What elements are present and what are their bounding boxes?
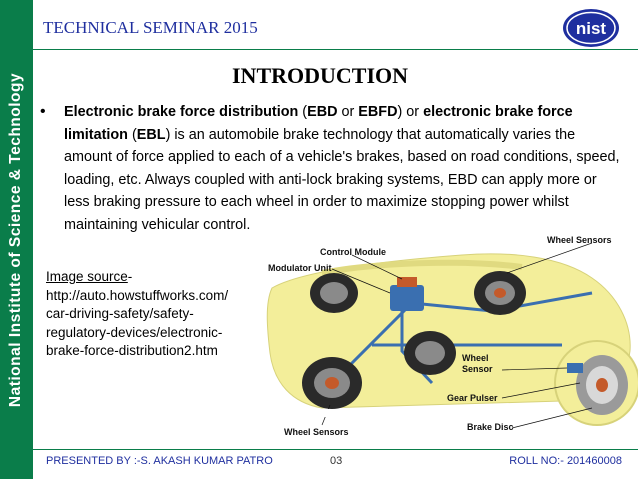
image-source-url: - http://auto.howstuffworks.com/ car-dri… [46, 269, 229, 358]
label-control-module: Control Module [320, 247, 386, 257]
label-wheel-sensors-bottom: Wheel Sensors [284, 427, 349, 437]
label-wheel-sensor-2: Sensor [462, 364, 493, 374]
control-module [397, 277, 417, 287]
header-divider [33, 49, 638, 50]
rear-right-wheel [474, 271, 526, 315]
slide-title: INTRODUCTION [232, 63, 409, 88]
footer-divider [33, 449, 638, 450]
intro-paragraph: Electronic brake force distribution (EBD… [64, 104, 620, 233]
label-modulator-unit: Modulator Unit [268, 263, 332, 273]
page-number: 03 [330, 455, 343, 467]
label-wheel-sensors-top: Wheel Sensors [547, 235, 612, 245]
roll-number: ROLL NO:- 201460008 [509, 455, 622, 467]
modulator-unit [390, 285, 424, 311]
seminar-title: TECHNICAL SEMINAR 2015 [43, 18, 258, 37]
institute-name: National Institute of Science & Technolo… [7, 72, 24, 408]
label-brake-disc: Brake Disc [467, 422, 514, 432]
label-wheel-sensor-1: Wheel [462, 353, 489, 363]
label-gear-pulser: Gear Pulser [447, 393, 498, 403]
ebd-car-diagram: Control Module Modulator Unit Wheel Sens… [266, 235, 638, 437]
presenter-name: PRESENTED BY :-S. AKASH KUMAR PATRO [46, 455, 273, 467]
front-left-wheel [302, 357, 362, 409]
image-source-label: Image source [46, 269, 128, 284]
brake-detail-zoom [554, 340, 638, 426]
nist-logo: nist [563, 9, 619, 47]
rear-left-wheel [404, 331, 456, 375]
image-source: Image source- http://auto.howstuffworks.… [46, 268, 261, 361]
sidebar: National Institute of Science & Technolo… [0, 0, 33, 479]
logo-text: nist [576, 19, 607, 38]
front-right-wheel [310, 273, 358, 313]
bullet-icon: • [40, 103, 46, 120]
